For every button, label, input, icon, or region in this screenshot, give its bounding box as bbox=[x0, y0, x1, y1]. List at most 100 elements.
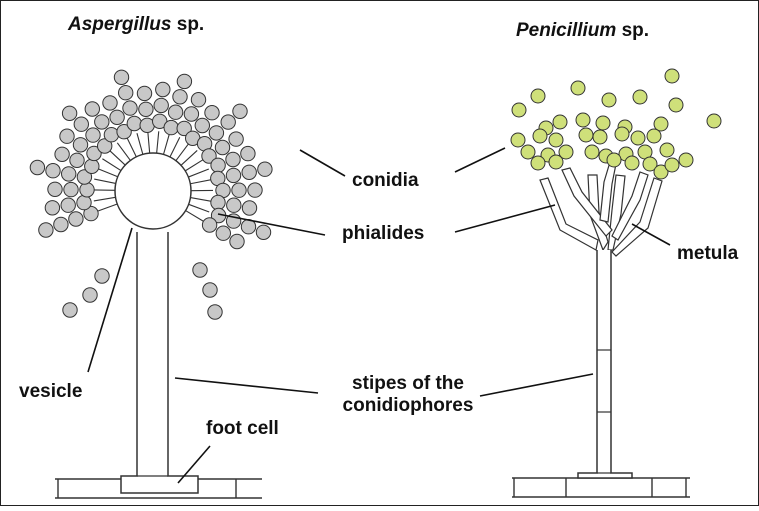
label-metula: metula bbox=[677, 243, 738, 265]
aspergillus-conidium bbox=[241, 146, 255, 160]
penicillium-conidia bbox=[511, 69, 721, 179]
penicillium-conidium bbox=[533, 129, 547, 143]
penicillium-conidium bbox=[665, 69, 679, 83]
aspergillus-conidium bbox=[164, 120, 178, 134]
aspergillus-conidium bbox=[48, 182, 62, 196]
aspergillus-conidium bbox=[73, 138, 87, 152]
aspergillus-conidium bbox=[123, 101, 137, 115]
aspergillus-conidium bbox=[54, 217, 68, 231]
aspergillus-conidium bbox=[216, 226, 230, 240]
penicillium-conidium bbox=[665, 158, 679, 172]
aspergillus-conidium bbox=[211, 158, 225, 172]
penicillium-conidium bbox=[647, 129, 661, 143]
aspergillus-conidium bbox=[85, 159, 99, 173]
aspergillus-conidium bbox=[104, 128, 118, 142]
aspergillus-conidium bbox=[70, 153, 84, 167]
penicillium-conidium bbox=[633, 90, 647, 104]
title-aspergillus-genus: Aspergillus bbox=[68, 14, 171, 35]
aspergillus-conidium bbox=[46, 164, 60, 178]
penicillium-conidium bbox=[660, 143, 674, 157]
aspergillus-conidium bbox=[63, 303, 77, 317]
title-aspergillus-suffix: sp. bbox=[171, 14, 204, 35]
penicillium-conidium bbox=[512, 103, 526, 117]
penicillium-conidium bbox=[625, 156, 639, 170]
label-stipes: stipes of the conidiophores bbox=[308, 373, 508, 417]
aspergillus-conidium bbox=[156, 82, 170, 96]
aspergillus-conidium bbox=[229, 132, 243, 146]
aspergillus-conidium bbox=[202, 218, 216, 232]
aspergillus-conidium bbox=[62, 106, 76, 120]
leader-conidia-left bbox=[300, 150, 345, 176]
aspergillus-conidium bbox=[45, 201, 59, 215]
penicillium-conidium bbox=[596, 116, 610, 130]
aspergillus-conidium bbox=[154, 98, 168, 112]
aspergillus-conidium bbox=[221, 115, 235, 129]
aspergillus-conidium bbox=[114, 70, 128, 84]
aspergillus-conidium bbox=[119, 86, 133, 100]
title-penicillium-genus: Penicillium bbox=[516, 20, 616, 41]
aspergillus-conidium bbox=[61, 167, 75, 181]
label-stipes-line2: conidiophores bbox=[308, 395, 508, 417]
aspergillus-conidium bbox=[233, 104, 247, 118]
ground-penicillium bbox=[512, 478, 690, 497]
aspergillus-conidium bbox=[227, 198, 241, 212]
penicillium-conidium bbox=[585, 145, 599, 159]
penicillium-conidium bbox=[679, 153, 693, 167]
aspergillus-conidium bbox=[208, 305, 222, 319]
aspergillus-conidium bbox=[203, 283, 217, 297]
aspergillus-conidium bbox=[95, 269, 109, 283]
title-penicillium-suffix: sp. bbox=[616, 20, 649, 41]
penicillium-stipe bbox=[578, 250, 632, 478]
aspergillus-conidium bbox=[248, 183, 262, 197]
aspergillus-conidium bbox=[77, 195, 91, 209]
penicillium-conidium bbox=[579, 128, 593, 142]
aspergillus-conidium bbox=[226, 168, 240, 182]
aspergillus-conidium bbox=[85, 102, 99, 116]
penicillium-conidium bbox=[631, 131, 645, 145]
aspergillus-conidium bbox=[64, 182, 78, 196]
aspergillus-conidium bbox=[242, 165, 256, 179]
aspergillus-conidium bbox=[127, 116, 141, 130]
label-foot-cell: foot cell bbox=[206, 418, 279, 440]
aspergillus-conidium bbox=[230, 234, 244, 248]
penicillium-conidium bbox=[593, 130, 607, 144]
aspergillus-conidium bbox=[39, 223, 53, 237]
aspergillus-vesicle bbox=[115, 153, 191, 229]
aspergillus-conidium bbox=[173, 90, 187, 104]
penicillium-conidium bbox=[521, 145, 535, 159]
aspergillus-conidium bbox=[193, 263, 207, 277]
leader-conidia-right bbox=[455, 148, 505, 172]
aspergillus-conidium bbox=[226, 152, 240, 166]
title-penicillium: Penicillium sp. bbox=[516, 20, 649, 42]
aspergillus-conidium bbox=[256, 225, 270, 239]
aspergillus-conidium bbox=[74, 117, 88, 131]
aspergillus-conidium bbox=[80, 183, 94, 197]
aspergillus-conidium bbox=[137, 86, 151, 100]
aspergillus-conidium bbox=[168, 105, 182, 119]
penicillium-conidium bbox=[553, 115, 567, 129]
aspergillus-conidium bbox=[103, 96, 117, 110]
label-conidia: conidia bbox=[352, 170, 419, 192]
aspergillus-conidium bbox=[61, 198, 75, 212]
title-aspergillus: Aspergillus sp. bbox=[68, 14, 204, 36]
penicillium-conidium bbox=[615, 127, 629, 141]
aspergillus-conidium bbox=[215, 140, 229, 154]
penicillium-conidium bbox=[531, 89, 545, 103]
aspergillus-conidium bbox=[60, 129, 74, 143]
aspergillus-conidium bbox=[258, 162, 272, 176]
aspergillus-conidium bbox=[69, 212, 83, 226]
aspergillus-conidium bbox=[184, 107, 198, 121]
aspergillus-conidium bbox=[195, 118, 209, 132]
penicillium-conidium bbox=[707, 114, 721, 128]
penicillium-conidium bbox=[607, 153, 621, 167]
penicillium-conidium bbox=[531, 156, 545, 170]
aspergillus-conidium bbox=[242, 201, 256, 215]
leader-stipes-left bbox=[175, 378, 318, 393]
aspergillus-conidium bbox=[83, 288, 97, 302]
penicillium-conidium bbox=[576, 113, 590, 127]
label-stipes-line1: stipes of the bbox=[308, 373, 508, 395]
penicillium-conidium bbox=[602, 93, 616, 107]
penicillium-conidium bbox=[571, 81, 585, 95]
aspergillus-conidium bbox=[30, 160, 44, 174]
